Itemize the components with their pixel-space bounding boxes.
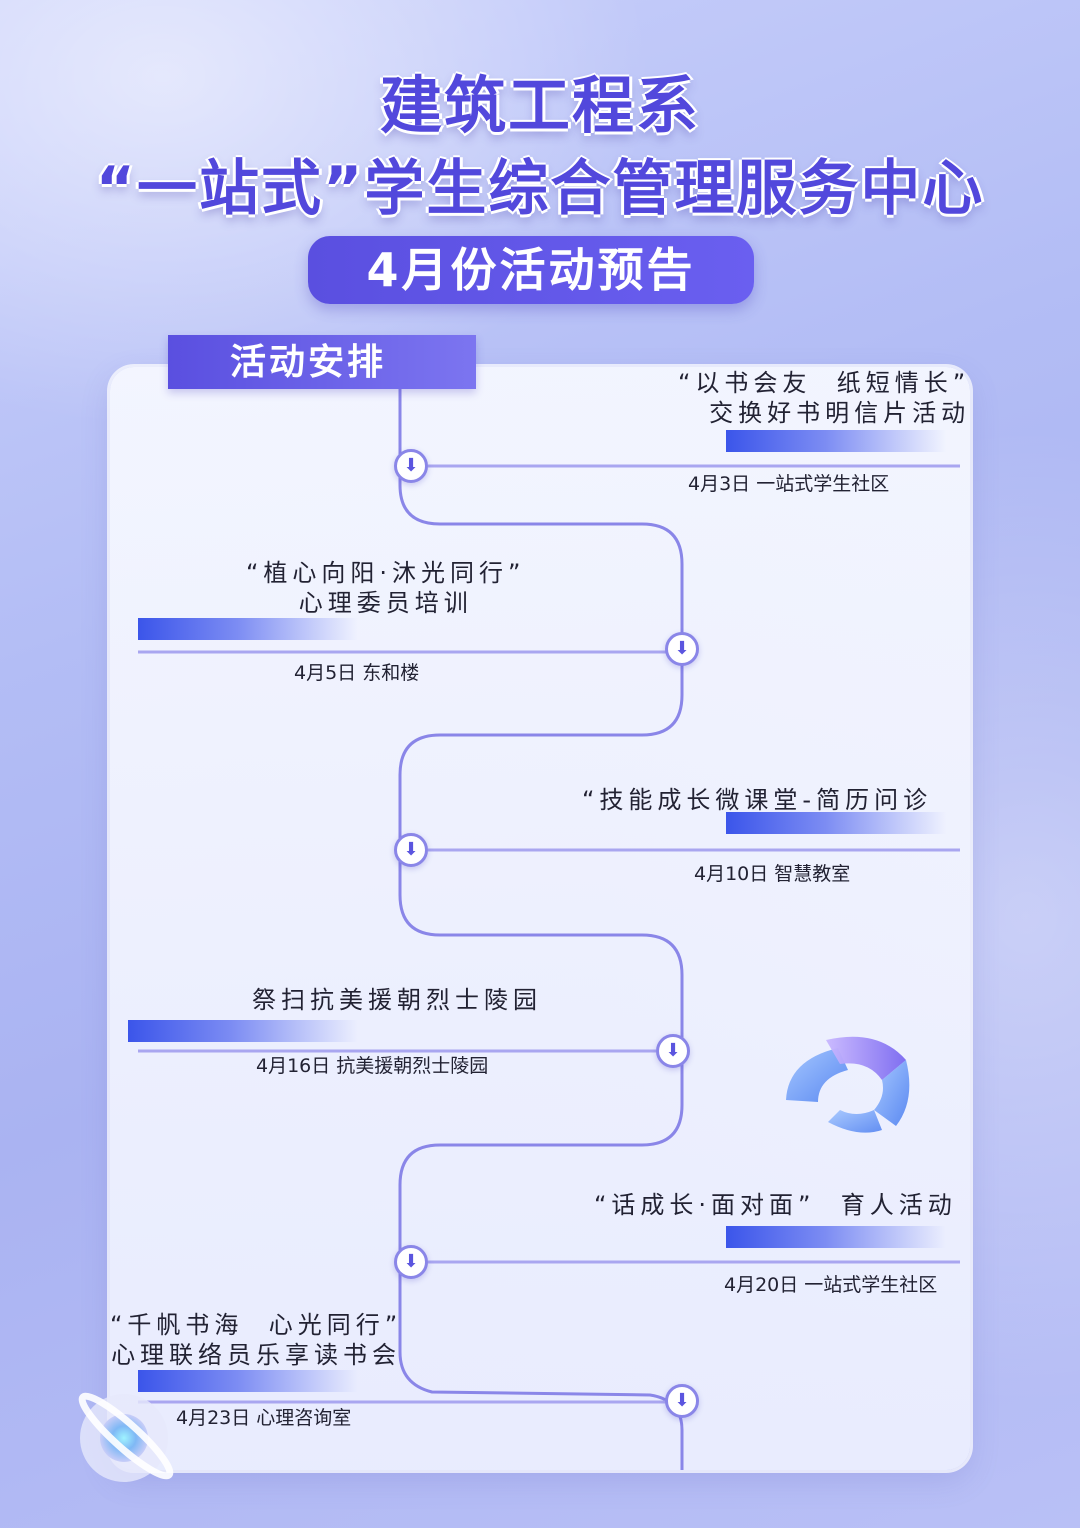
section-tab: 活动安排 (168, 335, 476, 389)
event-title: “技能成长微课堂-简历问诊 (582, 786, 933, 814)
arrow-down-icon: ⬇ (394, 1245, 428, 1279)
event-title: “植心向阳·沐光同行” 心理委员培训 (246, 559, 526, 617)
event-meta: 4月20日 一站式学生社区 (724, 1274, 938, 1296)
decorative-ring-icon (78, 1392, 174, 1482)
arrow-down-icon: ⬇ (656, 1034, 690, 1068)
subtitle-badge: 4月份活动预告 (308, 236, 754, 304)
event-meta: 4月5日 东和楼 (294, 662, 420, 684)
event-title: “千帆书海 心光同行” 心理联络员乐享读书会 (110, 1311, 403, 1369)
event-title: “话成长·面对面” 育人活动 (594, 1191, 957, 1219)
event-meta: 4月23日 心理咨询室 (176, 1407, 352, 1429)
event-bar (726, 1226, 946, 1248)
arrow-down-icon: ⬇ (665, 632, 699, 666)
page-title: 建筑工程系 (379, 69, 700, 142)
event-meta: 4月10日 智慧教室 (694, 863, 851, 885)
page-title-line2: “一站式”学生综合管理服务中心 (95, 154, 985, 224)
event-meta: 4月3日 一站式学生社区 (688, 473, 890, 495)
arrow-down-icon: ⬇ (394, 449, 428, 483)
arrow-down-icon: ⬇ (394, 833, 428, 867)
arrow-down-icon: ⬇ (665, 1384, 699, 1418)
event-bar (726, 812, 946, 834)
event-bar (138, 618, 358, 640)
event-bar (138, 1370, 358, 1392)
event-bar (128, 1020, 358, 1042)
event-title: “以书会友 纸短情长” 交换好书明信片活动 (678, 369, 971, 427)
decorative-arc-icon (786, 1036, 910, 1133)
event-title: 祭扫抗美援朝烈士陵园 (252, 986, 542, 1014)
event-bar (726, 430, 946, 452)
schedule-card (110, 367, 970, 1470)
event-meta: 4月16日 抗美援朝烈士陵园 (256, 1055, 489, 1077)
